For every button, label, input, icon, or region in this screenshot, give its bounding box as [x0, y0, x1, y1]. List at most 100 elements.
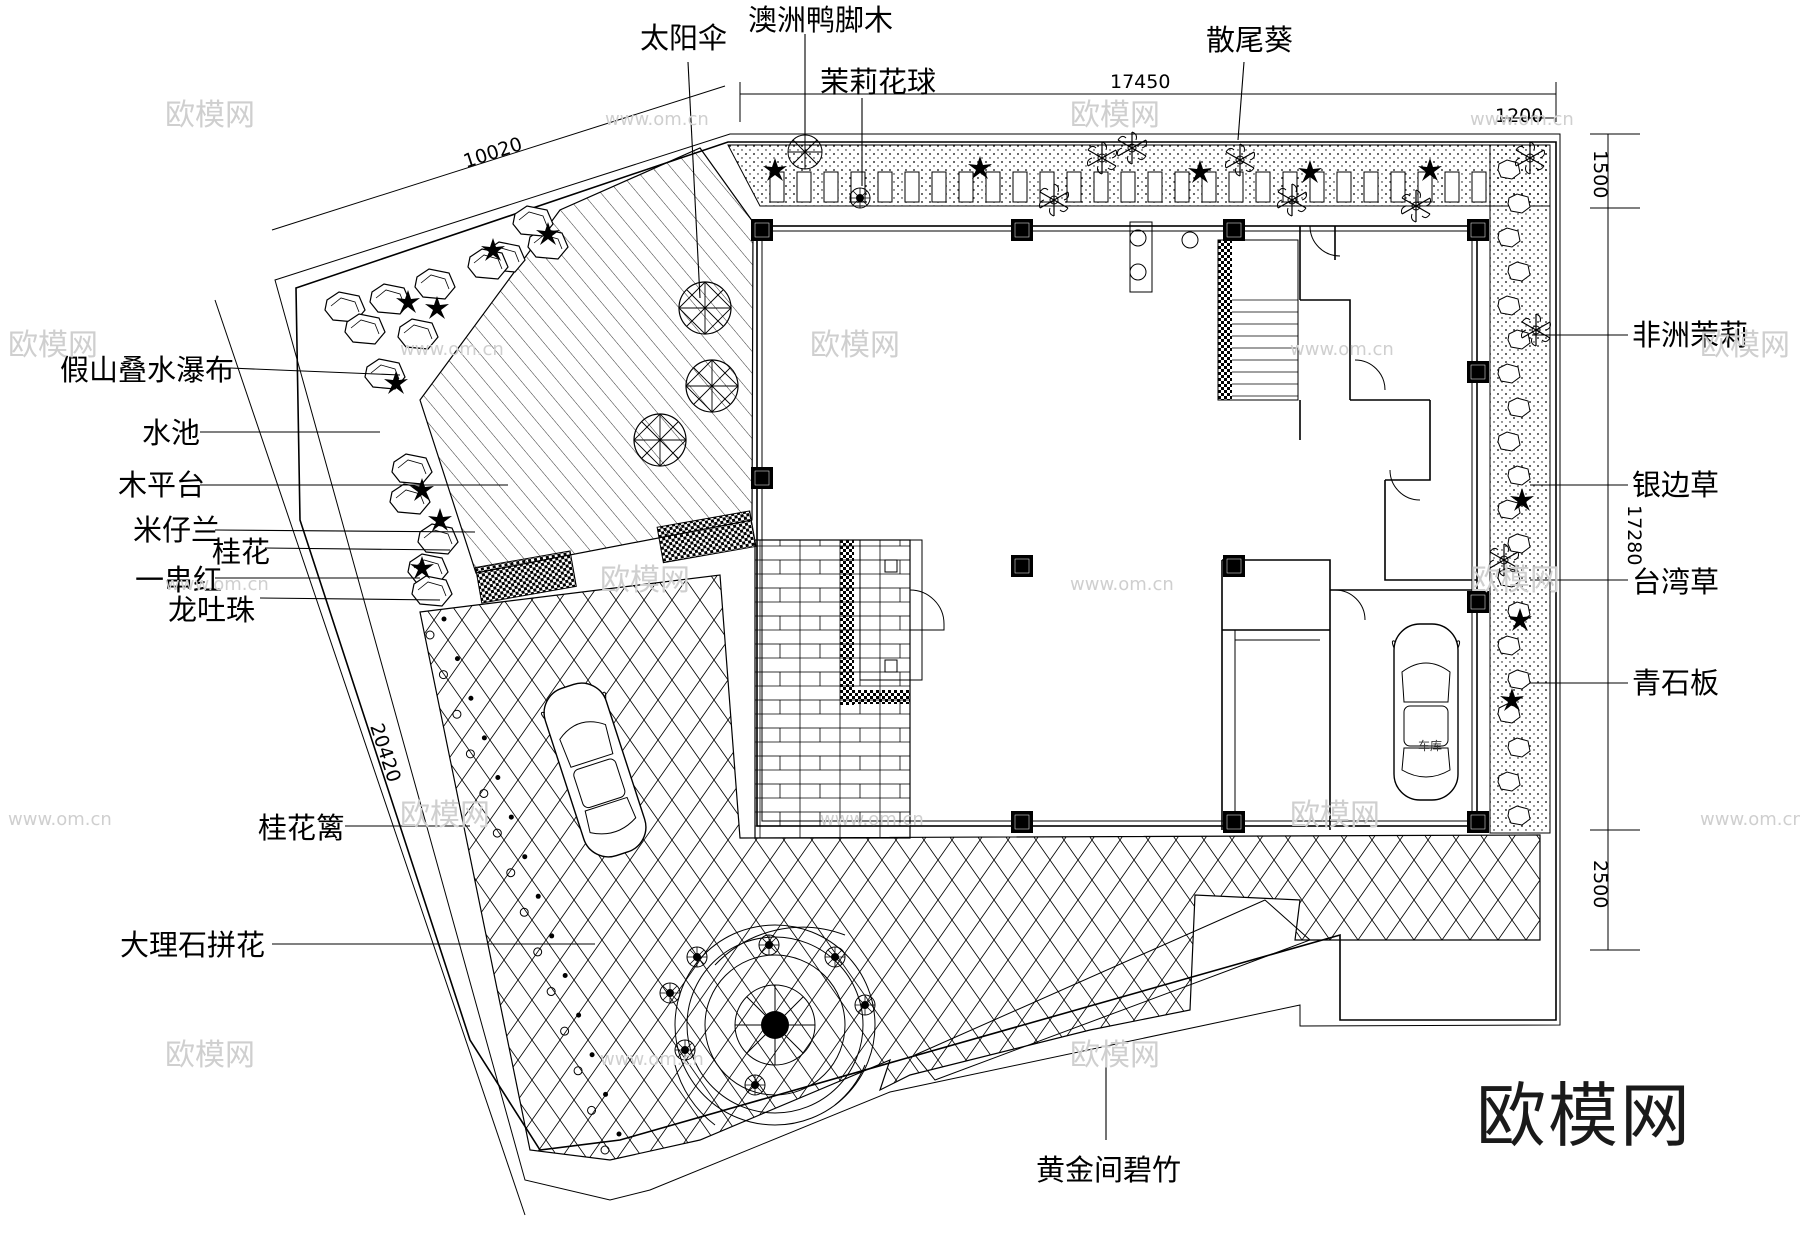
label-aglaia: 米仔兰 — [133, 513, 220, 547]
stair-railing — [1218, 240, 1232, 400]
hedge-shrub — [479, 788, 489, 798]
dim-left-diagonal: 20420 — [365, 721, 405, 785]
hedge-dot — [549, 933, 555, 939]
label-salvia: 一串红 — [135, 563, 222, 597]
stepping-stone — [1228, 171, 1244, 203]
hedge-dot — [616, 1131, 622, 1137]
hedge-dot — [468, 695, 474, 701]
hedge-shrub — [546, 987, 556, 997]
hedge-shrub — [438, 670, 448, 680]
watermark-text: 欧模网 — [1070, 1038, 1160, 1073]
structural-column — [1466, 360, 1490, 384]
marble-paving-area — [419, 574, 1541, 1161]
watermark-text: 欧模网 — [165, 98, 255, 133]
stepping-stone — [1471, 171, 1487, 203]
stepping-stone — [1363, 171, 1379, 203]
marble-flower — [824, 946, 846, 968]
stepping-stone — [1255, 171, 1271, 203]
hedge-dot — [508, 814, 514, 820]
hedge-shrub — [573, 1066, 583, 1076]
marble-flower — [758, 934, 780, 956]
label-schefflera: 澳洲鸭脚木 — [748, 3, 893, 37]
marble-flower — [854, 994, 876, 1016]
label-fishtail-palm: 散尾葵 — [1206, 23, 1293, 57]
stepping-stone — [1282, 171, 1298, 203]
stepping-stone — [1444, 171, 1460, 203]
stepping-stone — [1120, 171, 1136, 203]
hedge-shrub — [492, 828, 502, 838]
rockery-stone — [467, 248, 509, 280]
hedge-dot — [535, 893, 541, 899]
watermark-url: www.om.cn — [1290, 339, 1394, 360]
structural-column — [1010, 554, 1034, 578]
label-taiwan-grass: 台湾草 — [1632, 565, 1719, 599]
stepping-stone — [1390, 171, 1406, 203]
hedge-shrub — [425, 630, 435, 640]
watermark-url: www.om.cn — [400, 339, 504, 360]
stepping-stone — [877, 171, 893, 203]
label-clerodendrum: 龙吐珠 — [168, 593, 255, 627]
hedge-dot — [562, 973, 568, 979]
hedge-shrub — [560, 1026, 570, 1036]
stepping-stone — [904, 171, 920, 203]
structural-column — [1222, 218, 1246, 242]
dim-right-bottom: 2500 — [1589, 860, 1611, 908]
hedge-dot — [589, 1052, 595, 1058]
watermark-url: www.om.cn — [1470, 109, 1574, 130]
hedge-dot — [603, 1091, 609, 1097]
label-african-jasmine: 非洲茉莉 — [1632, 318, 1748, 352]
stepping-stone — [1147, 171, 1163, 203]
house-floor-plan: 车库 — [750, 218, 1490, 834]
watermark-text: 欧模网 — [1070, 98, 1160, 133]
stepping-stone — [1174, 171, 1190, 203]
hedge-shrub — [506, 868, 516, 878]
bamboo-bed — [914, 899, 1311, 1081]
structural-column — [1466, 810, 1490, 834]
marble-flower — [744, 1074, 766, 1096]
label-osmanthus: 桂花 — [212, 535, 270, 569]
watermarks: 欧模网 www.om.cn 欧模网 www.om.cn 欧模网 www.om.cn 欧模网 w… — [8, 98, 1800, 1073]
watermark-text: 欧模网 — [1290, 798, 1380, 833]
label-osmanthus-hedge: 桂花篱 — [258, 811, 345, 845]
hedge-shrub — [519, 907, 529, 917]
label-bluestone-slab: 青石板 — [1632, 666, 1719, 700]
label-wood-deck: 木平台 — [118, 468, 205, 502]
dim-top-right: 1200 — [1495, 105, 1543, 127]
marble-flower — [686, 946, 708, 968]
stepping-stone — [1093, 171, 1109, 203]
hedge-shrub — [452, 709, 462, 719]
watermark-text: 欧模网 — [8, 328, 98, 363]
watermark-text: 欧模网 — [600, 563, 690, 598]
watermark-url: www.om.cn — [1070, 574, 1174, 595]
stepping-stone — [985, 171, 1001, 203]
stepping-stone — [1039, 171, 1055, 203]
label-rockery-waterfall: 假山叠水瀑布 — [60, 353, 234, 387]
marble-medallion — [659, 924, 876, 1126]
watermark-url: www.om.cn — [605, 109, 709, 130]
structural-column — [1222, 810, 1246, 834]
hedge-shrub — [465, 749, 475, 759]
hedge-dot — [495, 774, 501, 780]
east-planter — [1489, 144, 1551, 834]
watermark-url: www.om.cn — [600, 1049, 704, 1070]
structural-column — [1466, 218, 1490, 242]
watermark-text: 欧模网 — [1700, 328, 1790, 363]
label-jasmine-ball: 茉莉花球 — [820, 65, 936, 99]
watermark-url: www.om.cn — [165, 574, 269, 595]
watermark-url: www.om.cn — [820, 809, 924, 830]
dim-right-total: 17280 — [1623, 505, 1645, 565]
hedge-dot — [522, 854, 528, 860]
structural-column — [750, 466, 774, 490]
stepping-stone — [796, 171, 812, 203]
label-pond: 水池 — [142, 416, 200, 450]
brick-patio — [754, 539, 911, 839]
hedge-dot — [576, 1012, 582, 1018]
hedge-shrub — [587, 1105, 597, 1115]
label-silver-edge-grass: 银边草 — [1632, 468, 1719, 502]
stepping-stone — [1336, 171, 1352, 203]
garage-label: 车库 — [1418, 738, 1442, 753]
rockery-stone — [414, 268, 456, 300]
rockery-stone — [391, 453, 433, 485]
stepping-stone — [1066, 171, 1082, 203]
structural-column — [750, 218, 774, 242]
